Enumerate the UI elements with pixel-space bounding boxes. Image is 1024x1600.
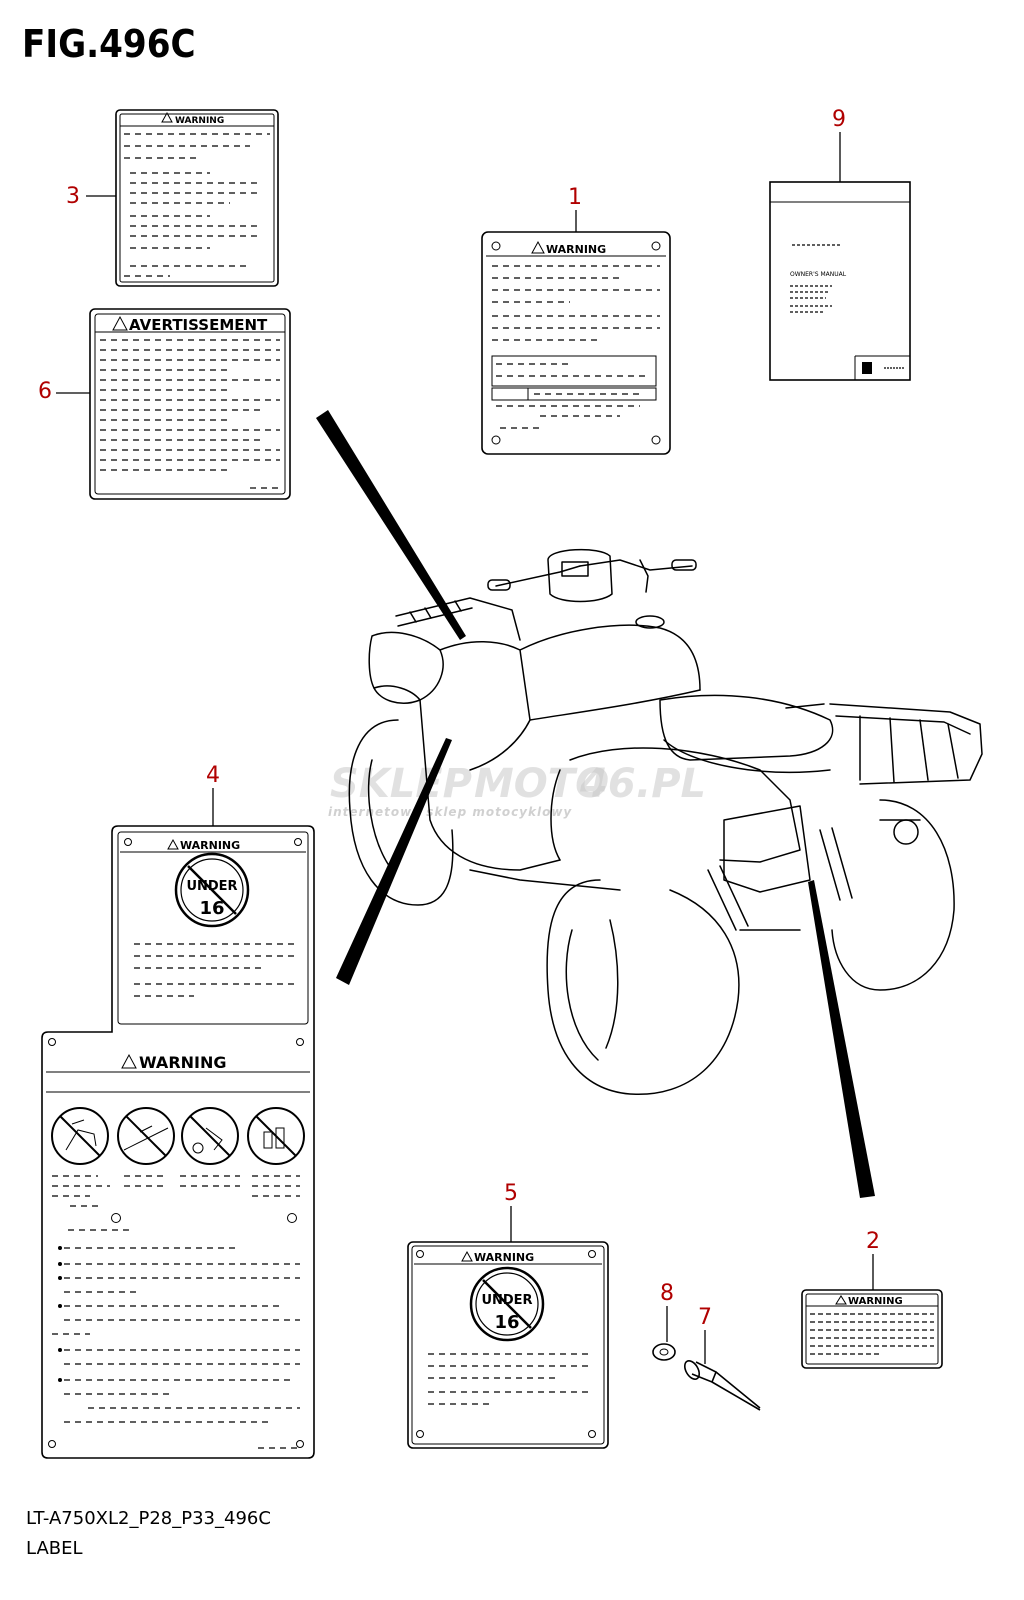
label-4-big-warning-text: WARNING — [139, 1053, 227, 1072]
atv-illustration — [348, 548, 983, 1095]
warning-triangle-icon — [161, 111, 173, 123]
watermark-brand-a: SKLEP — [330, 761, 472, 807]
watermark-tagline: internetowy sklep motocyklowy — [328, 805, 572, 819]
warning-triangle-icon — [167, 838, 179, 850]
no-passenger-icon — [51, 1107, 109, 1165]
pointer-wedge-4 — [336, 738, 452, 985]
callout-4: 4 — [206, 763, 220, 788]
label-4-under-text: UNDER — [186, 879, 237, 894]
callout-8: 8 — [660, 1281, 674, 1306]
label-part-1: WARNING — [481, 231, 671, 455]
watermark-brand-d: .PL — [636, 761, 706, 807]
callout-7: 7 — [698, 1305, 712, 1330]
label-5-age-text: 16 — [494, 1312, 519, 1333]
watermark-brand-b: MOTO — [474, 761, 609, 807]
suzuki-logo-icon — [862, 362, 872, 374]
no-under-16-icon: UNDER 16 — [469, 1266, 545, 1342]
pointer-wedge-1 — [316, 410, 466, 640]
footer-code: LT-A750XL2_P28_P33_496C — [26, 1508, 271, 1529]
warning-triangle-icon — [112, 315, 128, 331]
label-3-warning-text: WARNING — [175, 116, 224, 126]
rivet-part-7 — [683, 1360, 761, 1411]
figure-title: FIG.496C — [22, 22, 196, 66]
label-5-warning-text: WARNING — [474, 1251, 534, 1264]
callout-9: 9 — [832, 107, 846, 132]
warning-triangle-icon — [835, 1295, 847, 1305]
label-part-5: WARNING UNDER 16 — [407, 1241, 609, 1449]
callout-3: 3 — [66, 184, 80, 209]
owners-manual-part-9: OWNER'S MANUAL — [769, 181, 911, 381]
warning-triangle-icon — [121, 1053, 137, 1069]
no-drug-alcohol-icon — [181, 1107, 239, 1165]
callout-5: 5 — [504, 1181, 518, 1206]
label-part-2: WARNING — [801, 1289, 943, 1369]
washer-part-8 — [652, 1343, 676, 1361]
label-4-warning-text: WARNING — [180, 839, 240, 852]
warning-triangle-icon — [461, 1250, 473, 1262]
label-4-age-text: 16 — [199, 898, 224, 919]
no-drug-alcohol-icon — [247, 1107, 305, 1165]
footer-label: LABEL — [26, 1538, 83, 1559]
callout-1: 1 — [568, 185, 582, 210]
no-road-icon — [117, 1107, 175, 1165]
watermark: SKLEP MOTO 46 .PL internetowy sklep moto… — [328, 761, 706, 819]
pointer-wedge-2 — [808, 880, 875, 1198]
label-1-warning-text: WARNING — [546, 243, 606, 256]
callout-2: 2 — [866, 1229, 880, 1254]
label-part-4: WARNING UNDER 16 WARNING — [41, 825, 315, 1459]
label-5-under-text: UNDER — [481, 1293, 532, 1308]
watermark-brand-c: 46 — [579, 761, 636, 807]
no-under-16-icon: UNDER 16 — [174, 852, 250, 928]
warning-triangle-icon — [531, 240, 545, 254]
label-6-avertissement-text: AVERTISSEMENT — [129, 316, 268, 334]
label-2-warning-text: WARNING — [848, 1296, 903, 1307]
label-part-3: WARNING — [115, 109, 279, 287]
owners-manual-text: OWNER'S MANUAL — [790, 271, 847, 278]
label-part-6: AVERTISSEMENT — [89, 308, 291, 500]
callout-6: 6 — [38, 379, 52, 404]
